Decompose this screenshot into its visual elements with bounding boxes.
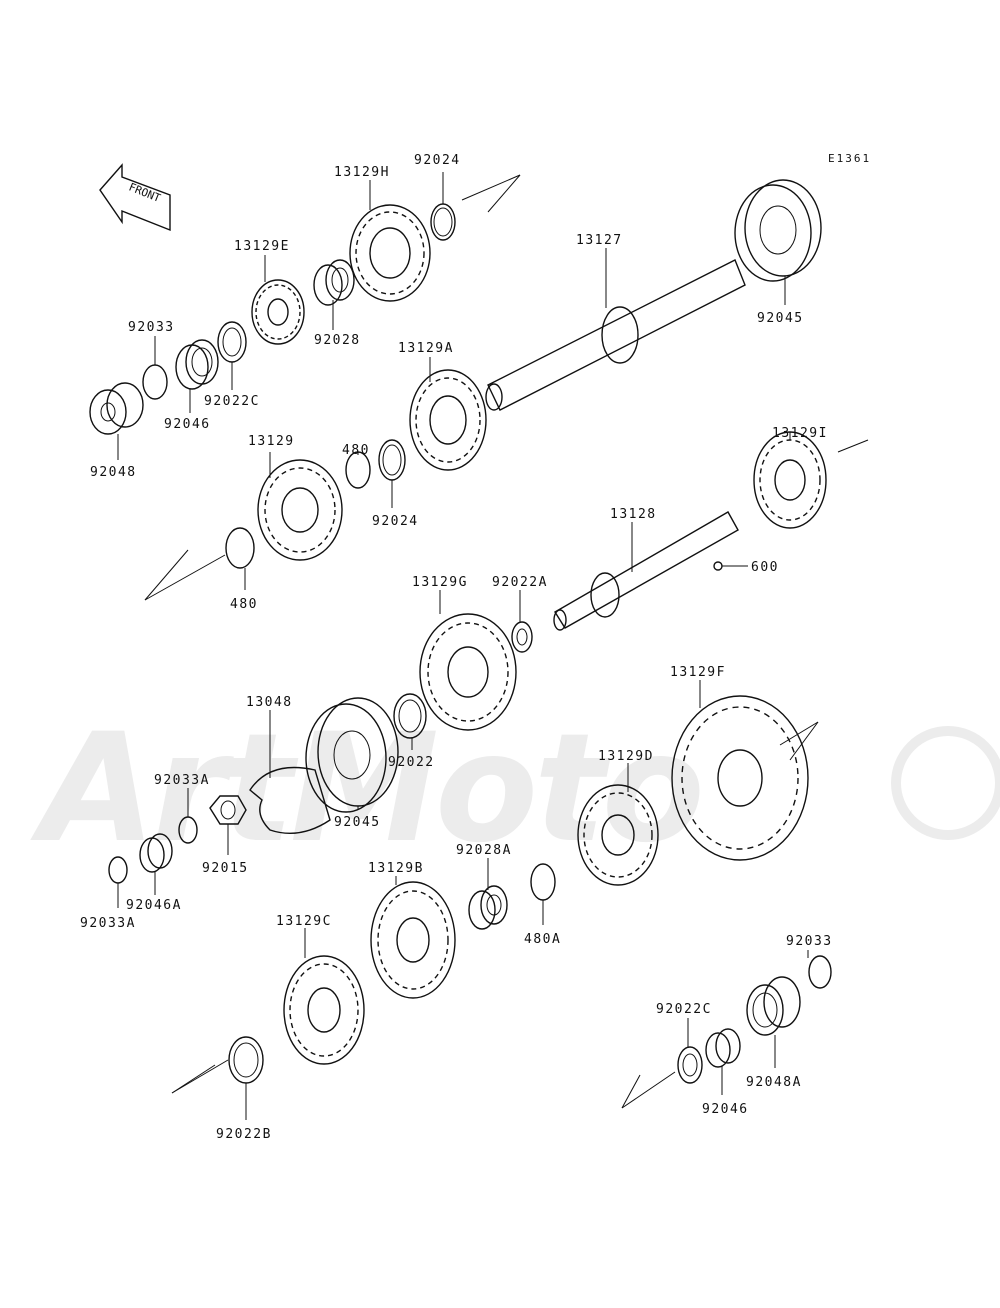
bearing-92046-lower[interactable] [705,1028,741,1068]
label-13129F: 13129F [670,665,726,680]
label-13129C: 13129C [276,914,332,929]
washer-92022B[interactable] [228,1036,264,1084]
label-92033-lower: 92033 [786,934,833,949]
washer-92022C-upper[interactable] [217,321,247,363]
label-92048A: 92048A [746,1075,802,1090]
ring-92024-top[interactable] [430,203,456,241]
front-arrow-icon: FRONT [99,163,171,232]
label-92015: 92015 [202,861,249,876]
label-13129A: 13129A [398,341,454,356]
watermark: ArtMoto [30,702,1000,876]
nut-92015[interactable] [209,795,247,825]
collar-92048[interactable] [89,382,144,435]
label-92022C-lower: 92022C [656,1002,712,1017]
label-13129D: 13129D [598,749,654,764]
collar-92028[interactable] [313,259,355,306]
label-480-upper: 480 [342,443,370,458]
label-92028: 92028 [314,333,361,348]
gear-13129[interactable] [257,459,343,561]
svg-text:ArtMoto: ArtMoto [30,702,701,876]
washer-92022A[interactable] [511,621,533,653]
circlip-92033-upper[interactable] [142,364,168,400]
shaft-13127[interactable] [485,259,746,411]
label-92024-middle: 92024 [372,514,419,529]
ring-92024-middle[interactable] [378,439,406,481]
label-600: 600 [751,560,779,575]
label-92046-lower: 92046 [702,1102,749,1117]
circlip-92033-lower[interactable] [808,955,832,989]
label-13129E: 13129E [234,239,290,254]
diagram-code: E1361 [828,152,871,165]
label-92033A-upper: 92033A [154,773,210,788]
label-92046-upper: 92046 [164,417,211,432]
leader-lines [117,172,809,1120]
label-480A: 480A [524,932,561,947]
collar-92048A[interactable] [746,976,801,1036]
label-92048: 92048 [90,465,137,480]
label-92022: 92022 [388,755,435,770]
label-92028A: 92028A [456,843,512,858]
label-480-lower: 480 [230,597,258,612]
part-labels: 13129H 92024 13129E 13127 92033 92045 92… [80,153,833,1142]
label-13128: 13128 [610,507,657,522]
gear-13129D[interactable] [577,784,659,886]
washer-92022[interactable] [393,693,427,739]
label-13129B: 13129B [368,861,424,876]
gear-13129F[interactable] [671,695,809,861]
label-13129G: 13129G [412,575,468,590]
label-13127: 13127 [576,233,623,248]
upper-axis-lines [144,174,869,1109]
label-13048: 13048 [246,695,293,710]
label-13129: 13129 [248,434,295,449]
collar-92028A[interactable] [468,885,508,930]
label-92033A-lower: 92033A [80,916,136,931]
svg-text:FRONT: FRONT [127,180,163,205]
label-92022B: 92022B [216,1127,272,1142]
washer-92022C-lower[interactable] [677,1046,703,1084]
bearing-92045-upper[interactable] [734,179,822,282]
label-92033-upper: 92033 [128,320,175,335]
circlip-480-lower[interactable] [225,527,255,569]
part-13048[interactable] [249,766,331,835]
label-92022A: 92022A [492,575,548,590]
gear-13129B[interactable] [370,881,456,999]
bearing-92046A[interactable] [139,833,173,873]
gear-13129A[interactable] [409,369,487,471]
gear-13129E[interactable] [251,279,305,345]
ball-600[interactable] [713,561,723,571]
label-92045-lower: 92045 [334,815,381,830]
shaft-13128[interactable] [553,511,739,631]
bearing-92046-upper[interactable] [175,339,219,390]
gear-13129C[interactable] [283,955,365,1065]
label-92022C-upper: 92022C [204,394,260,409]
label-13129I: 13129I [772,426,828,441]
label-92046A: 92046A [126,898,182,913]
label-92024-top: 92024 [414,153,461,168]
gear-13129H[interactable] [349,204,431,302]
label-92045-upper: 92045 [757,311,804,326]
gear-13129G[interactable] [419,613,517,731]
gear-13129I[interactable] [753,431,827,529]
label-13129H: 13129H [334,165,390,180]
